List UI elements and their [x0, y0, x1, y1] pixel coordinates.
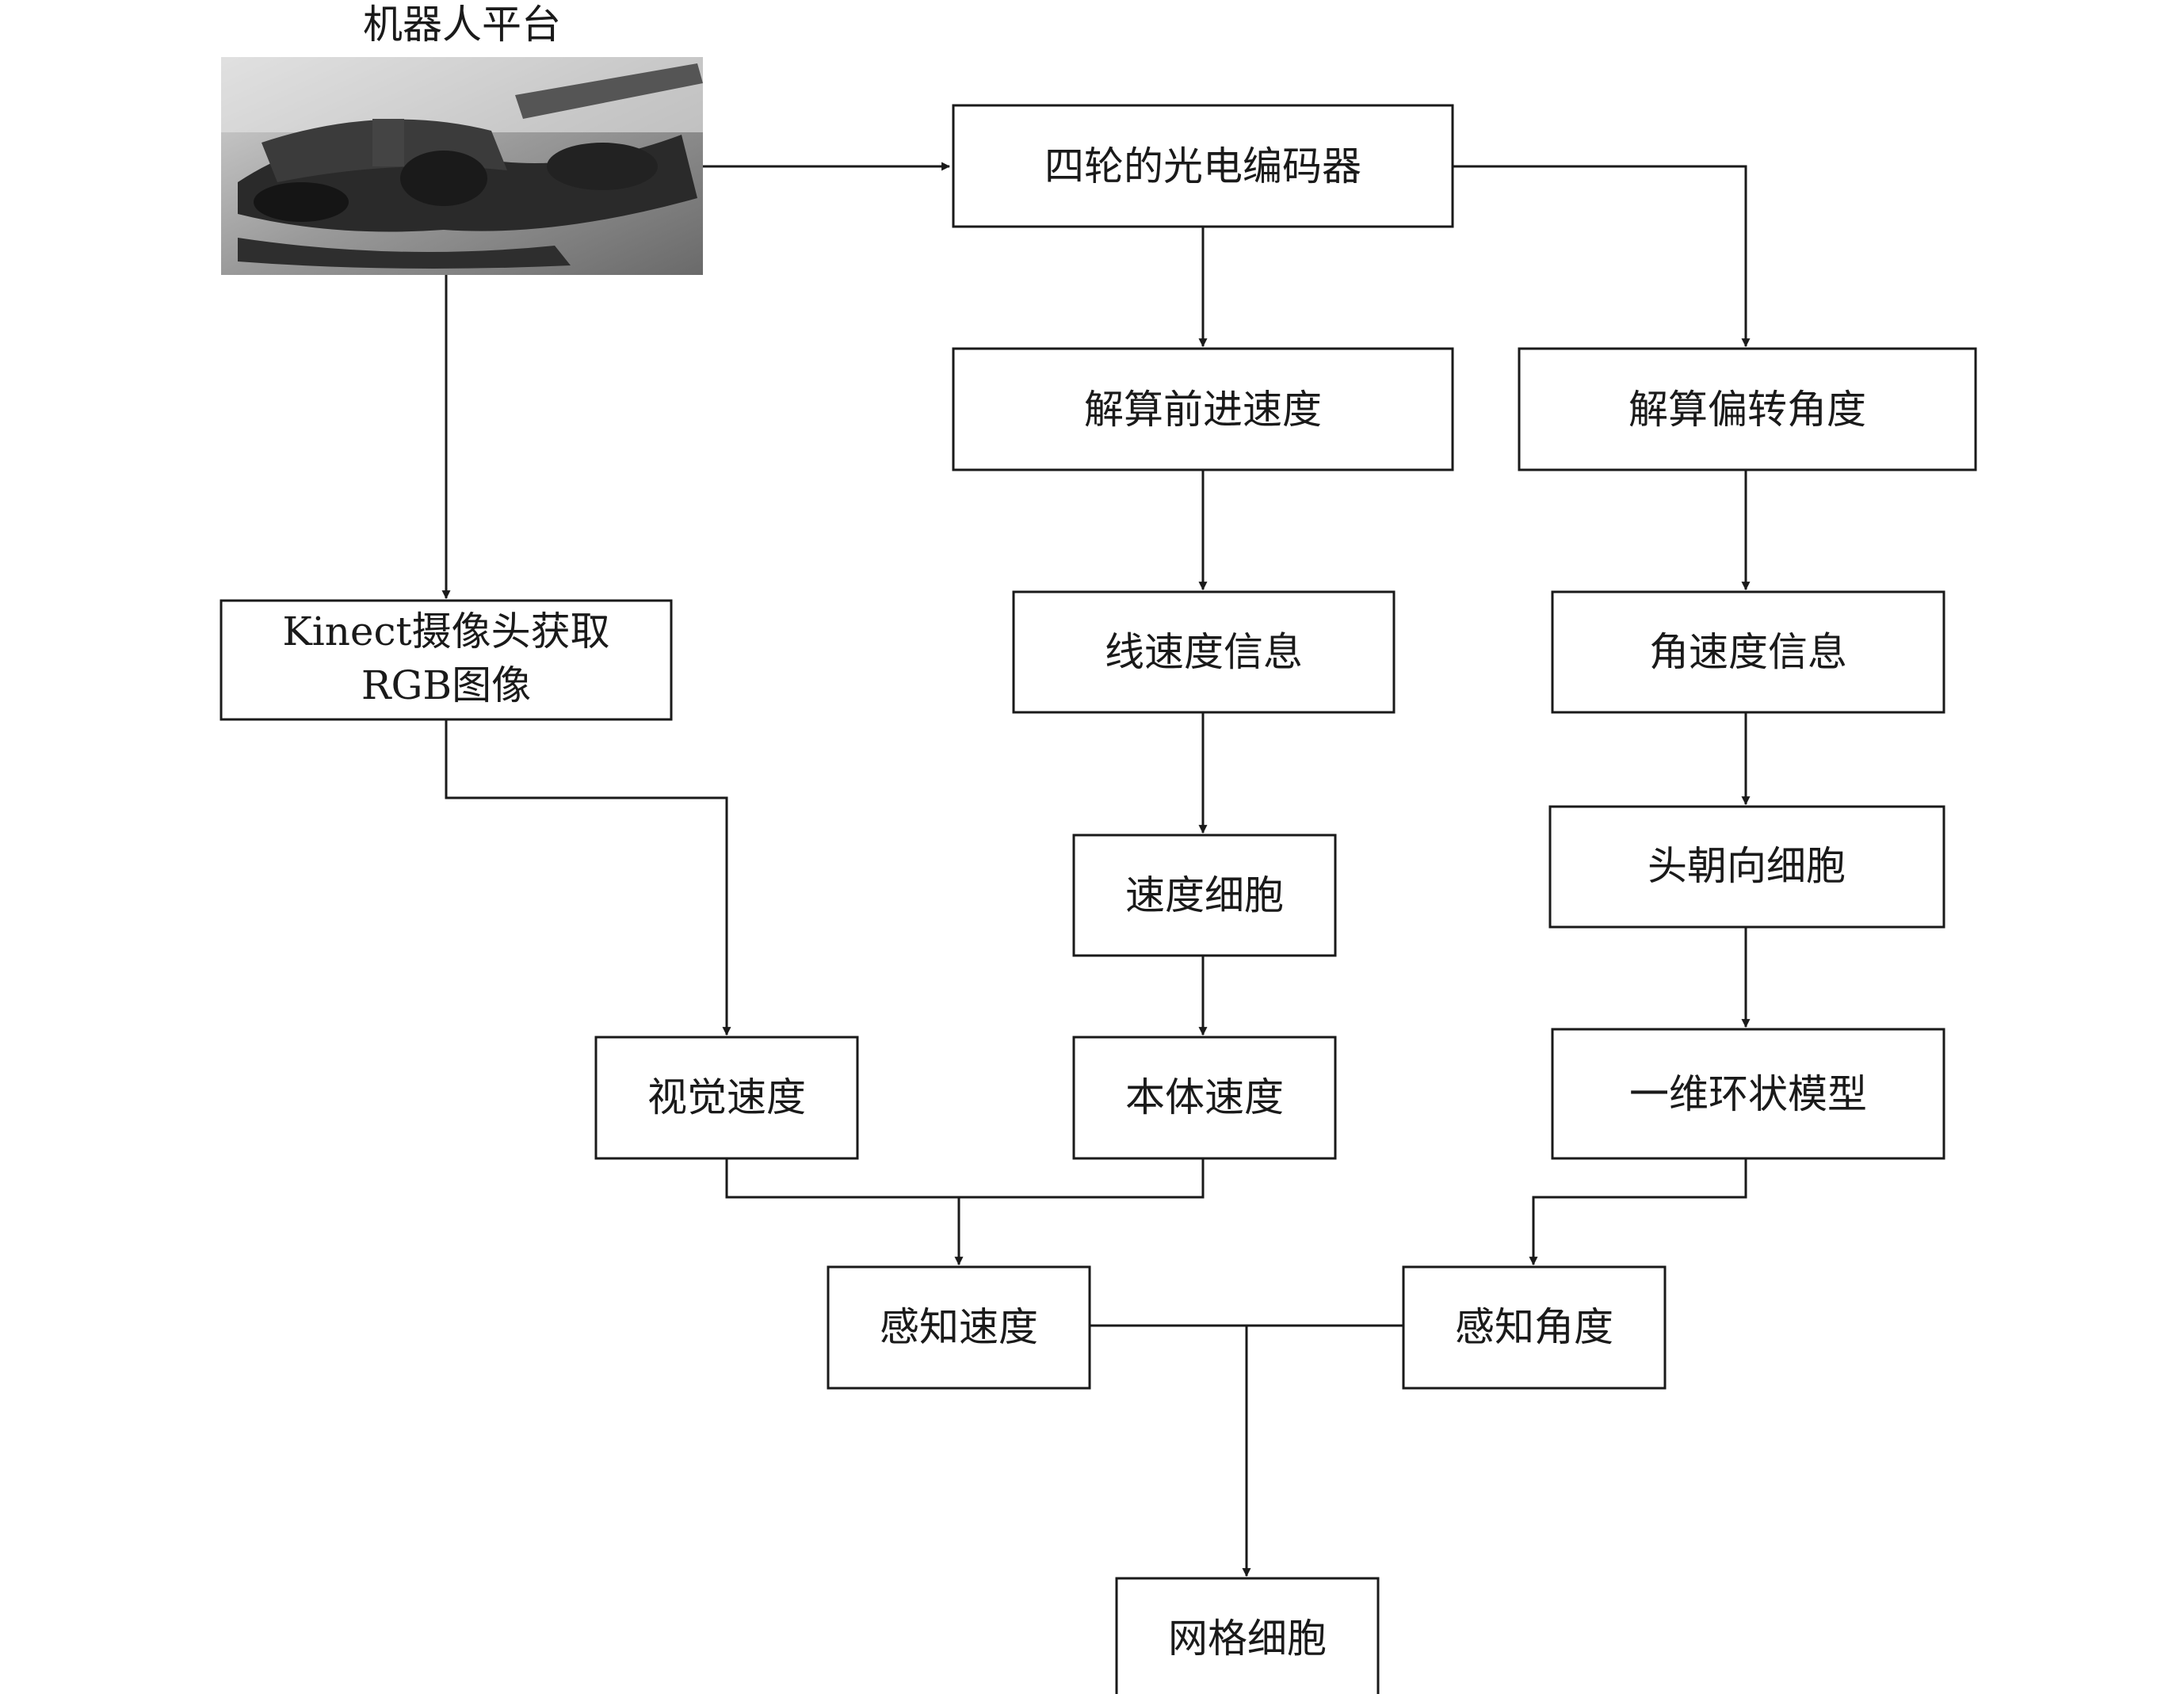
node-perceived-speed: 感知速度 — [827, 1265, 1091, 1390]
svg-text:角速度信息: 角速度信息 — [1649, 629, 1847, 675]
node-linear-speed-info: 线速度信息 — [1012, 590, 1396, 714]
node-kinect: Kinect摄像头获取 RGB图像 — [220, 599, 673, 721]
svg-text:感知速度: 感知速度 — [880, 1304, 1038, 1350]
svg-text:网格细胞: 网格细胞 — [1168, 1616, 1327, 1662]
robot-platform-photo — [221, 57, 703, 275]
edge-visual-perceived-speed — [725, 1158, 1205, 1199]
edge-encoder-solve-angle — [1452, 165, 1751, 348]
edge-kinect-visual — [445, 719, 731, 1036]
platform-label: 机器人平台 — [363, 2, 561, 48]
node-speed-cell: 速度细胞 — [1072, 834, 1337, 957]
node-solve-speed: 解算前进速度 — [952, 347, 1454, 471]
svg-text:一维环状模型: 一维环状模型 — [1629, 1071, 1867, 1117]
svg-text:速度细胞: 速度细胞 — [1125, 872, 1284, 918]
svg-text:解算前进速度: 解算前进速度 — [1084, 387, 1322, 433]
svg-text:头朝向细胞: 头朝向细胞 — [1648, 843, 1846, 889]
node-grid-cell: 网格细胞 — [1115, 1577, 1380, 1694]
node-angular-speed-info: 角速度信息 — [1551, 590, 1945, 714]
svg-text:本体速度: 本体速度 — [1125, 1074, 1284, 1120]
svg-text:四轮的光电编码器: 四轮的光电编码器 — [1044, 143, 1361, 189]
svg-text:Kinect摄像头获取: Kinect摄像头获取 — [282, 609, 609, 654]
svg-text:RGB图像: RGB图像 — [361, 662, 531, 708]
node-solve-angle: 解算偏转角度 — [1518, 347, 1977, 471]
edge-ring-perceived-angle — [1529, 1158, 1747, 1266]
node-ring-model: 一维环状模型 — [1551, 1028, 1945, 1160]
svg-text:感知角度: 感知角度 — [1455, 1304, 1613, 1350]
node-body-speed: 本体速度 — [1072, 1036, 1337, 1160]
node-encoder: 四轮的光电编码器 — [952, 104, 1454, 228]
svg-text:视觉速度: 视觉速度 — [647, 1074, 806, 1120]
node-visual-speed: 视觉速度 — [594, 1036, 859, 1160]
node-head-direction-cell: 头朝向细胞 — [1548, 805, 1945, 929]
node-perceived-angle: 感知角度 — [1402, 1265, 1667, 1390]
svg-text:解算偏转角度: 解算偏转角度 — [1628, 387, 1866, 433]
svg-text:线速度信息: 线速度信息 — [1105, 629, 1303, 675]
